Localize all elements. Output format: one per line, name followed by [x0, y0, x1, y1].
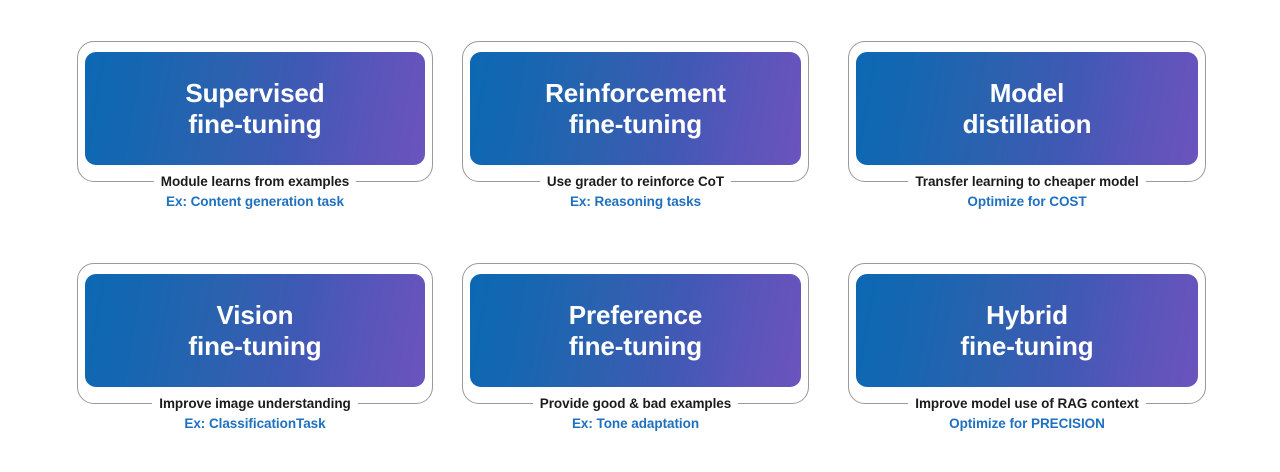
card-subcaption: Optimize for PRECISION: [949, 416, 1105, 431]
card-model-distillation[interactable]: Model distillation Transfer learning to …: [848, 41, 1206, 221]
card-gradient-panel: Model distillation: [856, 52, 1198, 165]
card-subcaption: Ex: Tone adaptation: [571, 416, 700, 431]
card-gradient-panel: Supervised fine-tuning: [85, 52, 425, 165]
card-gradient-panel: Reinforcement fine-tuning: [470, 52, 801, 165]
card-supervised-fine-tuning[interactable]: Supervised fine-tuning Module learns fro…: [77, 41, 433, 221]
card-title: Model distillation: [962, 77, 1092, 139]
card-title: Supervised fine-tuning: [185, 77, 325, 139]
card-title: Hybrid fine-tuning: [960, 299, 1094, 361]
card-title: Preference fine-tuning: [568, 299, 703, 361]
card-title: Reinforcement fine-tuning: [545, 77, 726, 139]
card-subcaption: Ex: Reasoning tasks: [569, 194, 702, 209]
card-gradient-panel: Hybrid fine-tuning: [856, 274, 1198, 387]
card-preference-fine-tuning[interactable]: Preference fine-tuning Provide good & ba…: [462, 263, 809, 443]
card-vision-fine-tuning[interactable]: Vision fine-tuning Improve image underst…: [77, 263, 433, 443]
card-gradient-panel: Preference fine-tuning: [470, 274, 801, 387]
card-hybrid-fine-tuning[interactable]: Hybrid fine-tuning Improve model use of …: [848, 263, 1206, 443]
card-gradient-panel: Vision fine-tuning: [85, 274, 425, 387]
card-subcaption: Optimize for COST: [967, 194, 1087, 209]
card-subcaption: Ex: Content generation task: [166, 194, 344, 209]
card-reinforcement-fine-tuning[interactable]: Reinforcement fine-tuning Use grader to …: [462, 41, 809, 221]
card-subcaption: Ex: ClassificationTask: [184, 416, 326, 431]
card-title: Vision fine-tuning: [188, 299, 322, 361]
